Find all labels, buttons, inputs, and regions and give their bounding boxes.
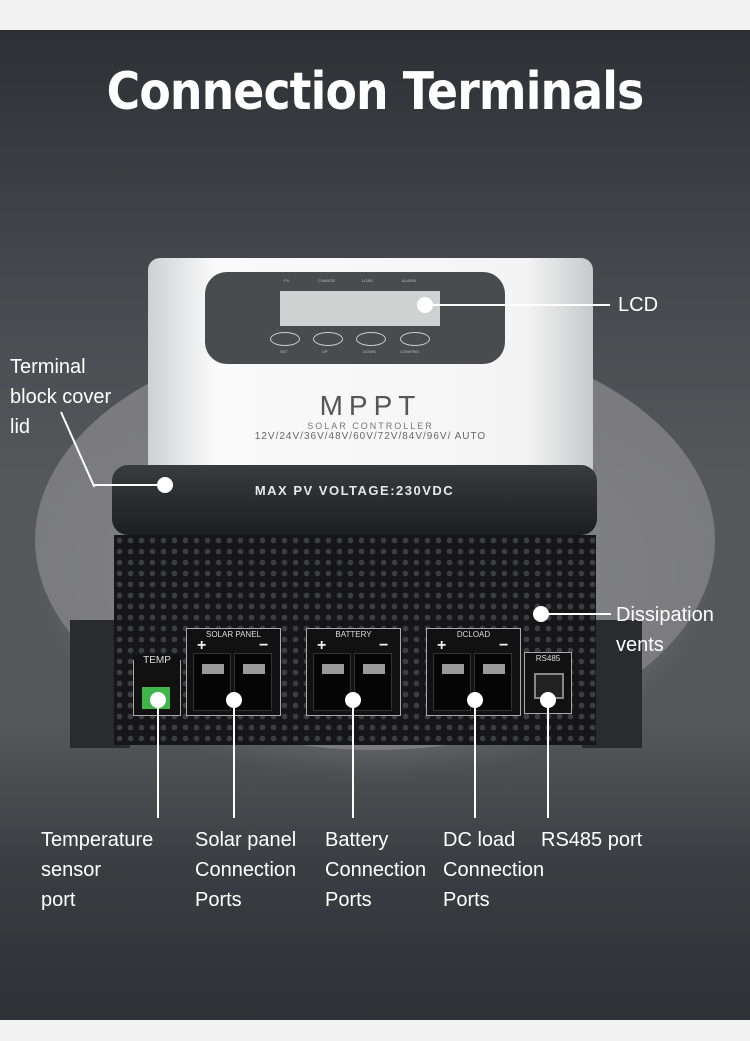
solar-label: SOLAR PANEL [206,630,261,639]
indicator-alarm: ALARM [402,278,416,283]
lcd-label: LCD [618,294,659,316]
set-button[interactable] [270,332,300,346]
down-button[interactable] [356,332,386,346]
confirm-button[interactable] [400,332,430,346]
battery-label: BATTERY [335,630,372,639]
confirm-label: CONFIRM [400,349,419,354]
brand-text: MPPT [319,390,422,421]
brand-subtitle: SOLAR CONTROLLER [307,421,434,431]
down-label: DOWN [363,349,376,354]
dcload-label: DCLOAD [456,630,491,639]
up-label: UP [322,349,328,354]
indicator-charge: CHARGE [318,278,336,283]
set-label: SET [280,349,288,354]
indicator-load: LOAD [362,278,373,283]
cover-callout-dot [157,477,173,493]
max-pv-voltage: MAX PV VOLTAGE:230VDC [254,483,455,498]
solar-terminal: SOLAR PANEL +− [186,628,281,716]
battery-terminal: BATTERY +− [306,628,401,716]
terminal-block-cover [112,465,597,535]
rs485-label: RS485 [535,654,561,663]
temp-label: TEMP [134,655,180,666]
rs485-port-label: RS485 port [541,829,643,851]
page-title: Connection Terminals [106,62,645,122]
up-button[interactable] [313,332,343,346]
lcd-callout-line [425,304,610,306]
indicator-pv: PV [284,278,290,283]
voltage-range: 12V/24V/36V/48V/60V/72V/84V/96V/ AUTO [254,431,487,442]
lcd-screen [280,291,440,326]
cover-callout-line-h [93,484,165,486]
vents-callout-line [541,613,611,615]
